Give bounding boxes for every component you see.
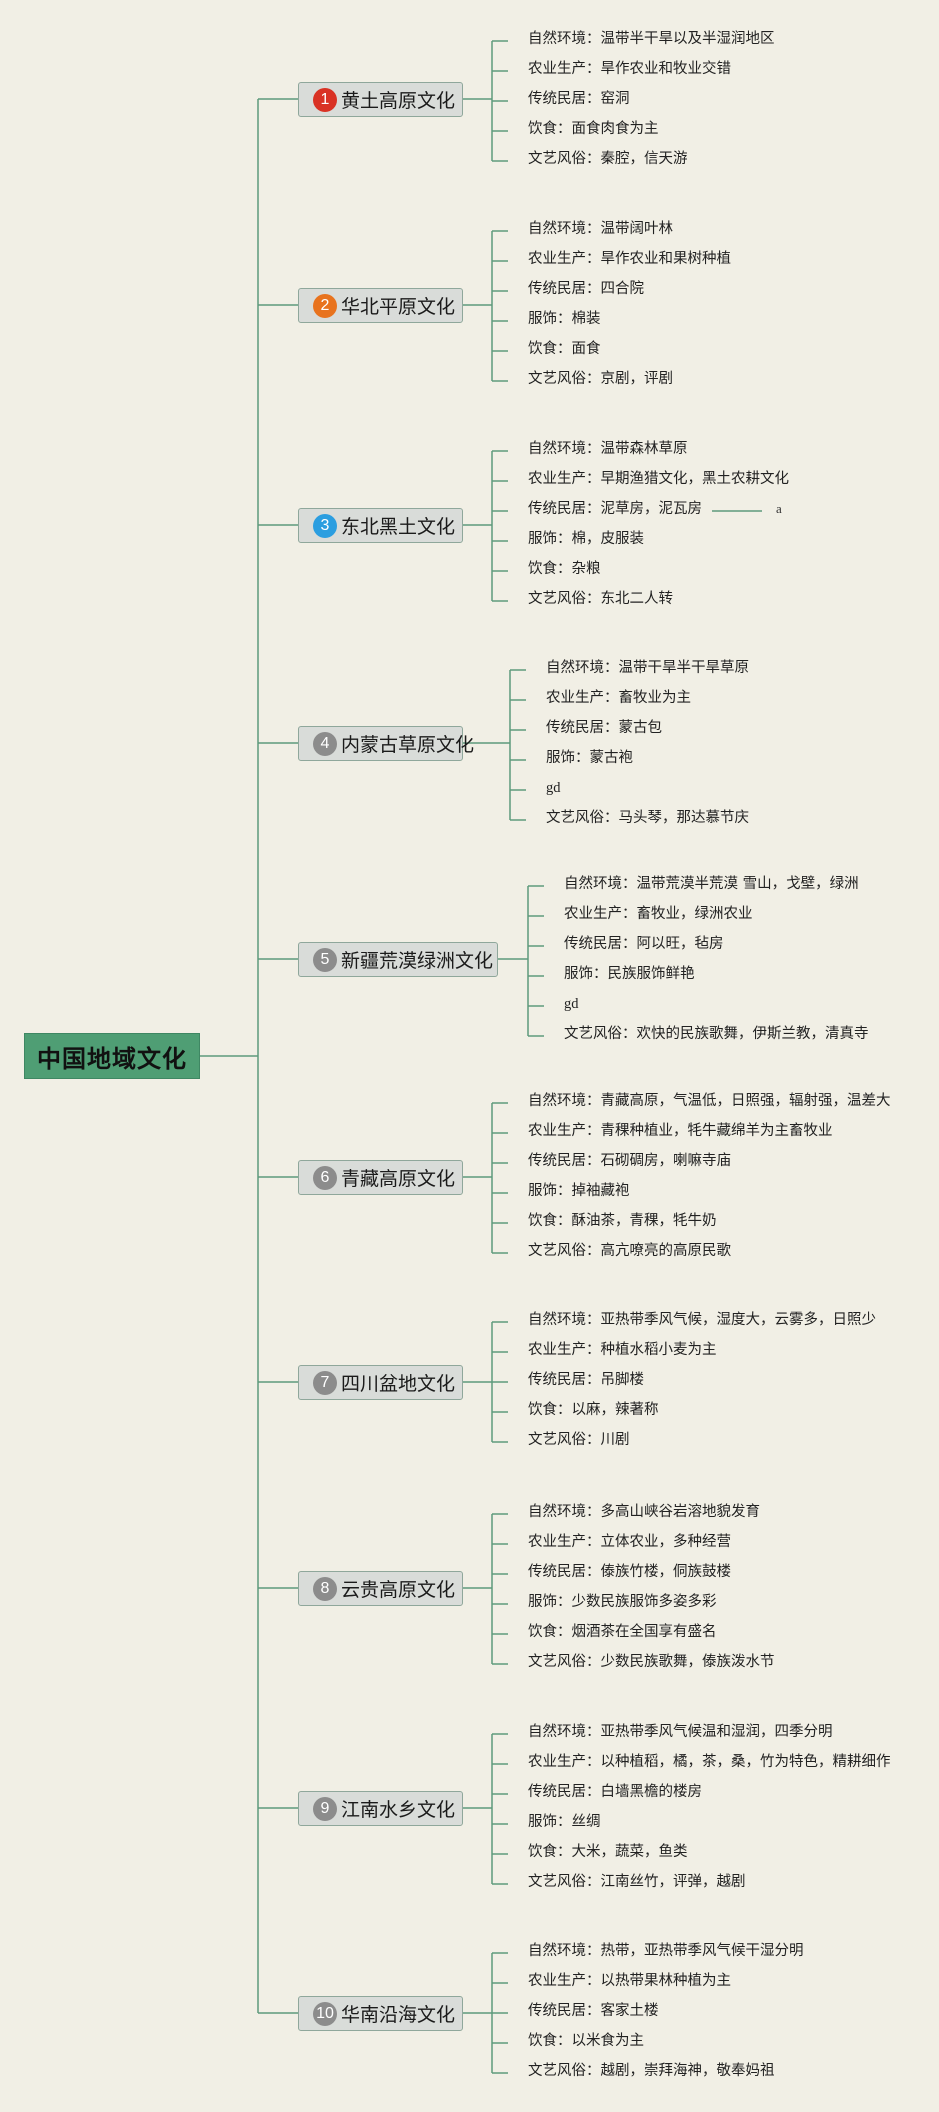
detail-item[interactable]: 农业生产：以种植稻，橘，茶，桑，竹为特色，精耕细作	[528, 1754, 891, 1770]
detail-item[interactable]: 自然环境：温带干旱半干旱草原	[546, 660, 749, 676]
region-name: 云贵高原文化	[341, 1579, 456, 1601]
region-name: 东北黑土文化	[341, 516, 456, 538]
number-badge-icon: 10	[313, 2001, 337, 2026]
detail-item[interactable]: 文艺风俗：秦腔，信天游	[528, 151, 688, 167]
detail-item[interactable]: 服饰：棉装	[528, 311, 601, 327]
detail-item[interactable]: 传统民居：泥草房，泥瓦房	[528, 501, 702, 517]
detail-item[interactable]: 传统民居：蒙古包	[546, 720, 662, 736]
detail-item[interactable]: 饮食：面食肉食为主	[528, 121, 659, 137]
detail-item[interactable]: 传统民居：客家土楼	[528, 2003, 659, 2019]
detail-item[interactable]: 自然环境：温带半干旱以及半湿润地区	[528, 31, 775, 47]
detail-item[interactable]: 文艺风俗：京剧，评剧	[528, 371, 673, 387]
detail-item[interactable]: 自然环境：亚热带季风气候，湿度大，云雾多，日照少	[528, 1312, 876, 1328]
number-badge-icon: 8	[313, 1576, 337, 1601]
detail-item[interactable]: 传统民居：四合院	[528, 281, 644, 297]
detail-item[interactable]: 农业生产：旱作农业和牧业交错	[528, 61, 731, 77]
detail-item[interactable]: 文艺风俗：川剧	[528, 1432, 630, 1448]
detail-item[interactable]: 农业生产：畜牧业为主	[546, 690, 691, 706]
detail-item[interactable]: 文艺风俗：越剧，崇拜海神，敬奉妈祖	[528, 2063, 775, 2079]
number-badge-icon: 6	[313, 1165, 337, 1190]
detail-item[interactable]: 文艺风俗：江南丝竹，评弹，越剧	[528, 1874, 746, 1890]
detail-item[interactable]: 农业生产：青稞种植业，牦牛藏绵羊为主畜牧业	[528, 1123, 833, 1139]
detail-item[interactable]: 传统民居：石砌碉房，喇嘛寺庙	[528, 1153, 731, 1169]
detail-item[interactable]: gd	[546, 780, 561, 796]
detail-item[interactable]: 文艺风俗：东北二人转	[528, 591, 673, 607]
detail-item[interactable]: 饮食：酥油茶，青稞，牦牛奶	[528, 1213, 717, 1229]
detail-item[interactable]: 自然环境：温带阔叶林	[528, 221, 673, 237]
region-name: 江南水乡文化	[341, 1799, 456, 1821]
number-badge-icon: 9	[313, 1796, 337, 1821]
detail-item[interactable]: 饮食：大米，蔬菜，鱼类	[528, 1844, 688, 1860]
detail-item[interactable]: 传统民居：吊脚楼	[528, 1372, 644, 1388]
detail-item[interactable]: 农业生产：畜牧业，绿洲农业	[564, 906, 753, 922]
detail-item[interactable]: 饮食：以米食为主	[528, 2033, 644, 2049]
region-name: 内蒙古草原文化	[341, 734, 475, 756]
detail-item[interactable]: 自然环境：温带森林草原	[528, 441, 688, 457]
detail-item[interactable]: 农业生产：立体农业，多种经营	[528, 1534, 731, 1550]
region-name: 华北平原文化	[341, 296, 456, 318]
detail-item[interactable]: 传统民居：傣族竹楼，侗族鼓楼	[528, 1564, 731, 1580]
number-badge-icon: 5	[313, 947, 337, 972]
detail-item[interactable]: 自然环境：热带，亚热带季风气候干湿分明	[528, 1943, 804, 1959]
detail-item[interactable]: 饮食：烟酒茶在全国享有盛名	[528, 1624, 717, 1640]
detail-item[interactable]: 农业生产：种植水稻小麦为主	[528, 1342, 717, 1358]
detail-item[interactable]: 文艺风俗：少数民族歌舞，傣族泼水节	[528, 1654, 775, 1670]
note-label: a	[776, 501, 782, 516]
detail-item[interactable]: 自然环境：温带荒漠半荒漠 雪山，戈壁，绿洲	[564, 876, 859, 892]
detail-item[interactable]: 服饰：蒙古袍	[546, 750, 633, 766]
region-name: 青藏高原文化	[341, 1168, 456, 1190]
detail-item[interactable]: 服饰：丝绸	[528, 1814, 601, 1830]
detail-item[interactable]: 农业生产：旱作农业和果树种植	[528, 251, 731, 267]
detail-item[interactable]: 农业生产：早期渔猎文化，黑土农耕文化	[528, 471, 789, 487]
number-badge-icon: 7	[313, 1370, 337, 1395]
detail-item[interactable]: 农业生产：以热带果林种植为主	[528, 1973, 731, 1989]
number-badge-icon: 4	[313, 731, 337, 756]
number-badge-icon: 3	[313, 513, 337, 538]
root-node[interactable]: 中国地域文化	[24, 1033, 200, 1079]
region-name: 新疆荒漠绿洲文化	[341, 950, 494, 972]
region-name: 四川盆地文化	[341, 1373, 456, 1395]
number-badge-icon: 2	[313, 293, 337, 318]
detail-item[interactable]: 文艺风俗：高亢嘹亮的高原民歌	[528, 1243, 731, 1259]
detail-item[interactable]: 文艺风俗：马头琴，那达慕节庆	[546, 810, 749, 826]
detail-item[interactable]: 服饰：少数民族服饰多姿多彩	[528, 1594, 717, 1610]
detail-item[interactable]: 服饰：民族服饰鲜艳	[564, 966, 695, 982]
detail-item[interactable]: 传统民居：窑洞	[528, 91, 630, 107]
detail-item[interactable]: gd	[564, 996, 579, 1012]
detail-item[interactable]: 传统民居：阿以旺，毡房	[564, 936, 724, 952]
detail-item[interactable]: 传统民居：白墙黑檐的楼房	[528, 1784, 702, 1800]
number-badge-icon: 1	[313, 87, 337, 112]
detail-item[interactable]: 服饰：掉袖藏袍	[528, 1183, 630, 1199]
detail-item[interactable]: 自然环境：多高山峡谷岩溶地貌发育	[528, 1504, 760, 1520]
region-name: 黄土高原文化	[341, 90, 456, 112]
region-name: 华南沿海文化	[341, 2004, 456, 2026]
detail-item[interactable]: 饮食：面食	[528, 341, 601, 357]
detail-item[interactable]: 服饰：棉，皮服装	[528, 531, 644, 547]
detail-item[interactable]: 文艺风俗：欢快的民族歌舞，伊斯兰教，清真寺	[564, 1026, 869, 1042]
detail-item[interactable]: 饮食：杂粮	[528, 561, 601, 577]
detail-item[interactable]: 饮食：以麻，辣著称	[528, 1402, 659, 1418]
detail-item[interactable]: 自然环境：亚热带季风气候温和湿润，四季分明	[528, 1724, 833, 1740]
detail-item[interactable]: 自然环境：青藏高原，气温低，日照强，辐射强，温差大	[528, 1093, 891, 1109]
